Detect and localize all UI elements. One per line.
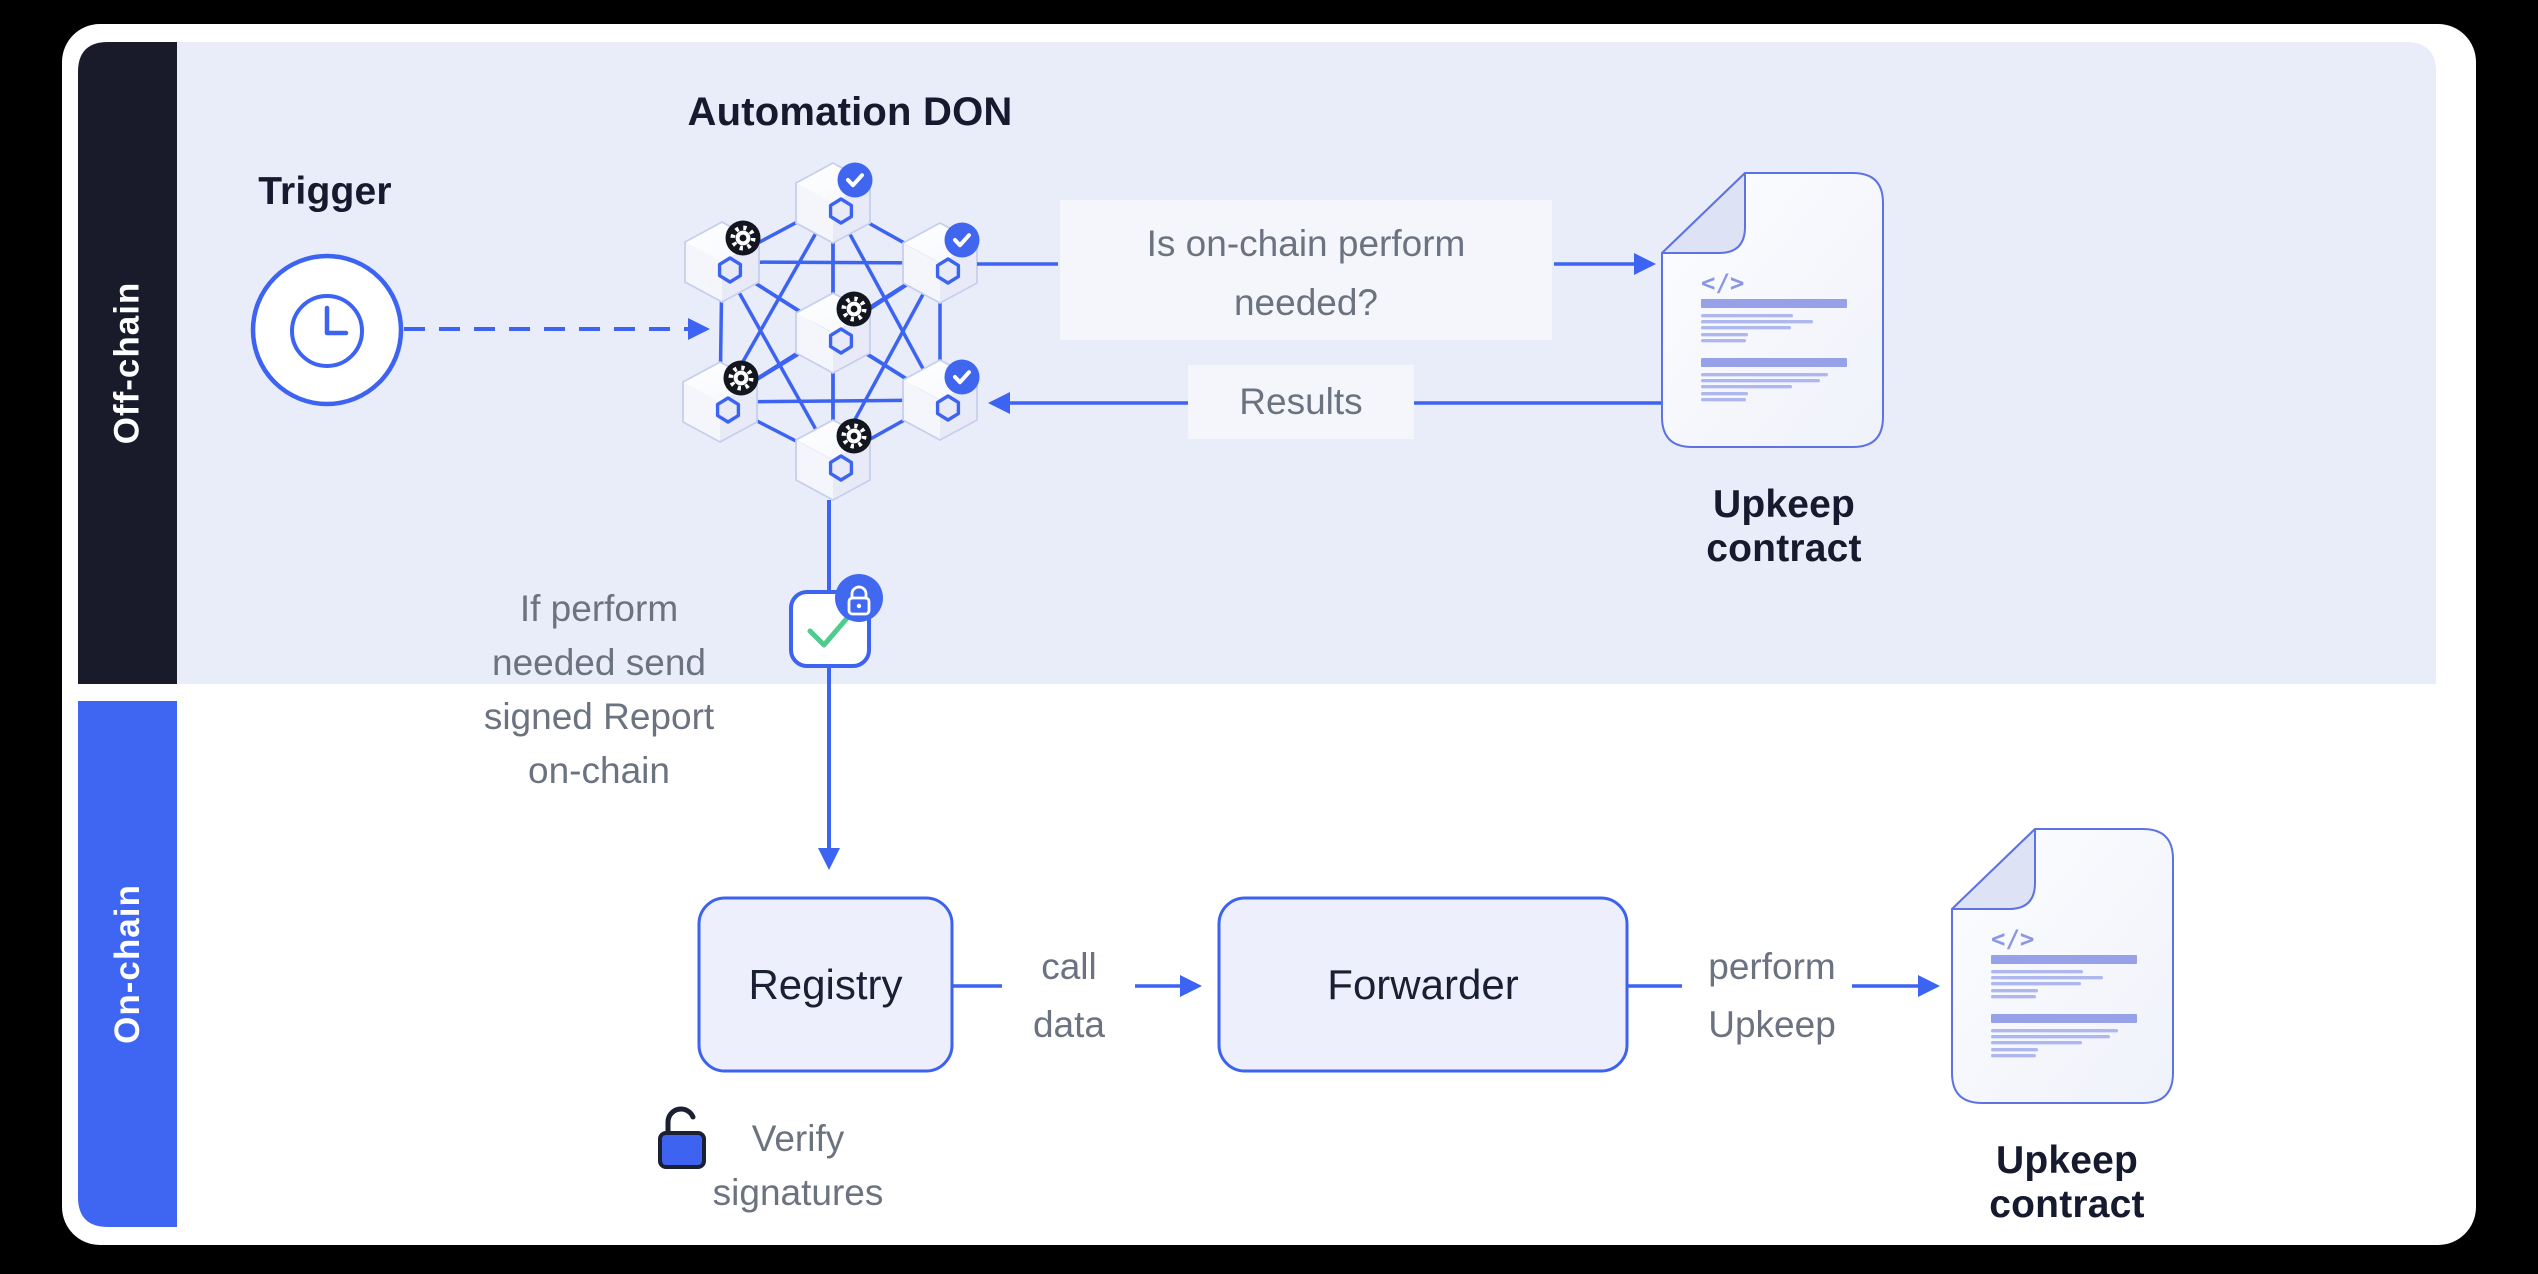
onchain-sidebar-bar [78, 701, 177, 1227]
call-data-arrow [952, 975, 1202, 997]
results-label: Results [1239, 381, 1363, 422]
question-to-upkeep-arrow [1554, 253, 1656, 275]
registry-label: Registry [748, 960, 903, 1008]
trigger-arrow [404, 318, 710, 340]
question-panel [1060, 200, 1552, 340]
offchain-section [78, 42, 2436, 684]
upkeep-contract-label-onchain: Upkeep contract [1989, 1139, 2145, 1226]
report-note: If perform needed send signed Report on-… [483, 588, 715, 791]
automation-don-title: Automation DON [687, 90, 1013, 134]
onchain-label: On-chain [107, 884, 147, 1044]
report-down-arrow [818, 500, 840, 870]
open-padlock-icon [658, 1106, 706, 1169]
trigger-label: Trigger [258, 170, 392, 213]
call-data-label: call data [1032, 946, 1105, 1045]
sidebar-item-offchain: Off-chain [78, 42, 177, 684]
offchain-sidebar-bar [78, 42, 177, 684]
perform-upkeep-arrow [1627, 975, 1940, 997]
question-text: Is on-chain perform needed? [1146, 223, 1466, 323]
results-line [988, 365, 1662, 439]
clock-icon [250, 253, 404, 407]
verify-signatures-label: Verify signatures [712, 1118, 884, 1213]
upkeep-contract-label-offchain: Upkeep contract [1706, 483, 1862, 570]
signed-report-icon [789, 574, 883, 668]
lock-badge-icon [835, 574, 883, 622]
forwarder-label: Forwarder [1327, 960, 1519, 1008]
perform-upkeep-label: perform Upkeep [1708, 946, 1836, 1045]
sidebar-item-onchain: On-chain [78, 701, 177, 1227]
offchain-label: Off-chain [107, 281, 147, 445]
